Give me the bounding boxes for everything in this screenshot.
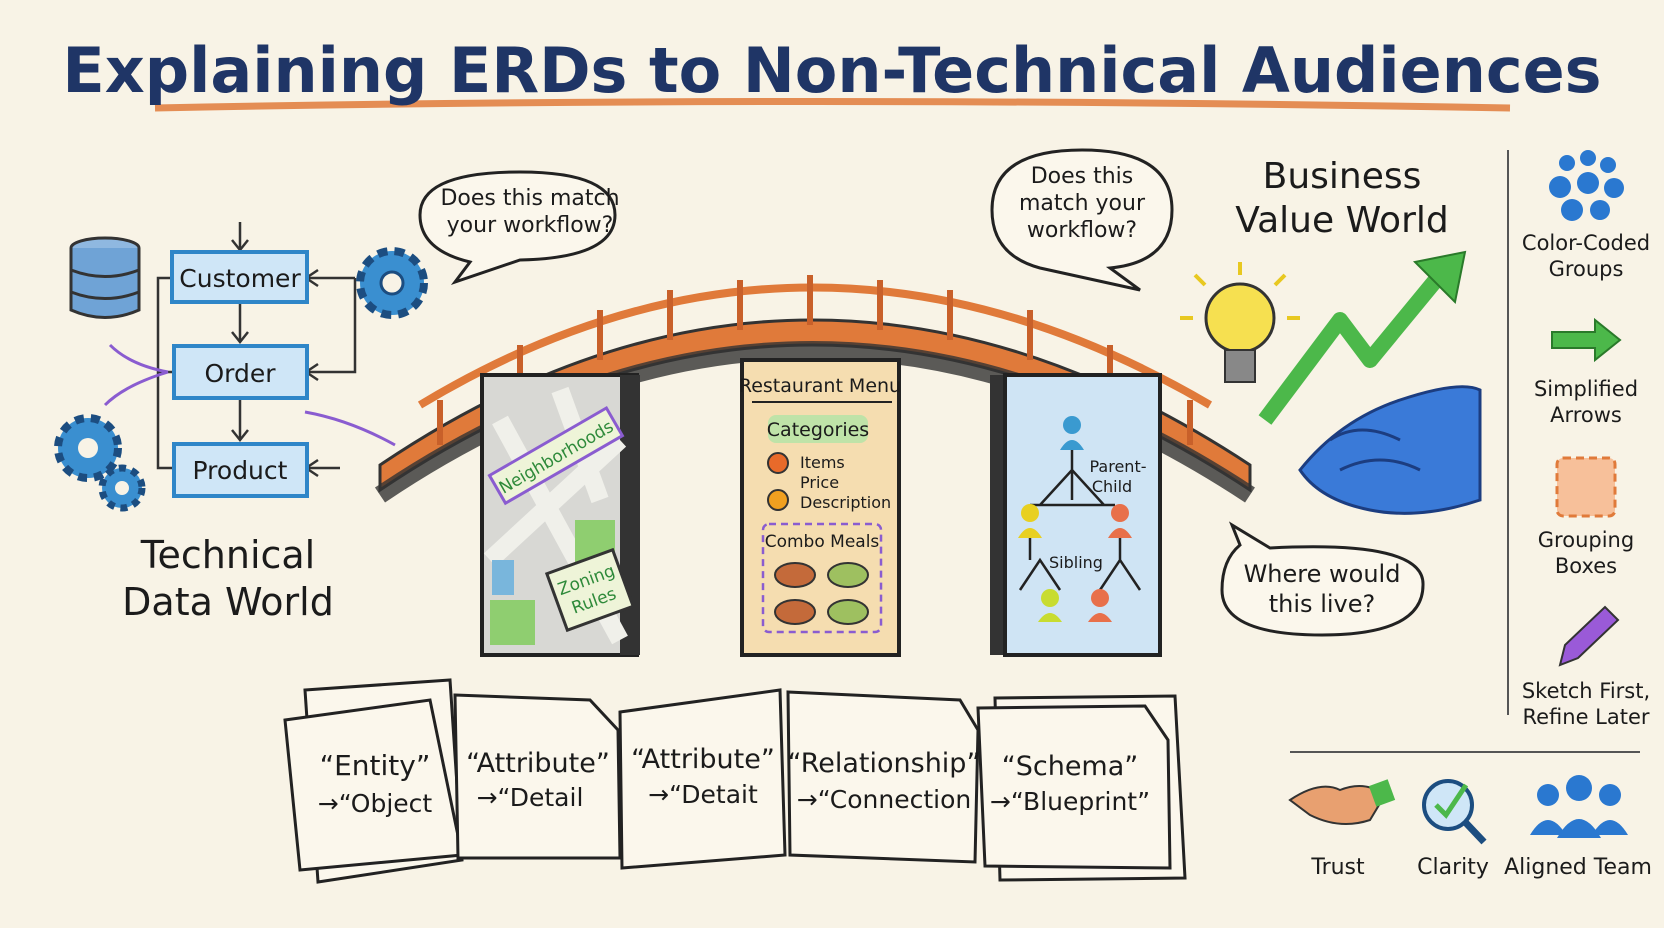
bubble-text: Where would xyxy=(1244,560,1401,588)
bubble-text: this live? xyxy=(1269,590,1375,618)
database-icon xyxy=(69,236,141,319)
term-card: “Entity” →“Object xyxy=(283,678,464,884)
dashed-box-icon xyxy=(1555,456,1617,518)
menu-item: Items xyxy=(800,453,845,472)
tip-label: Color-Coded xyxy=(1522,231,1650,255)
outcome-label: Aligned Team xyxy=(1504,855,1652,880)
tip-label: Refine Later xyxy=(1522,705,1649,729)
entity-product xyxy=(172,442,309,498)
team-icon xyxy=(1530,775,1628,838)
entity-label: Product xyxy=(193,456,288,485)
gear-icon xyxy=(356,247,428,319)
entity-customer xyxy=(170,250,309,304)
menu-item: Price xyxy=(800,473,839,492)
growth-arrow-icon xyxy=(1258,250,1467,425)
gears-icon xyxy=(54,414,146,512)
lightbulb-icon xyxy=(1180,262,1300,383)
pencil-icon xyxy=(1558,605,1620,667)
bubble-text: workflow? xyxy=(1027,218,1137,243)
page-title: Explaining ERDs to Non-Technical Audienc… xyxy=(62,34,1601,107)
sibling-label: Sibling xyxy=(1049,553,1103,572)
menu-item: Description xyxy=(800,493,891,512)
tip-label: Simplified xyxy=(1534,377,1638,401)
entity-order xyxy=(172,344,309,400)
color-dots-icon xyxy=(1549,150,1624,221)
term-card: “Attribute” →“Detail xyxy=(453,693,622,860)
tip-label: Arrows xyxy=(1550,403,1622,427)
food-bowl-icon xyxy=(774,562,869,625)
term-card: “Schema” →“Blueprint” xyxy=(976,694,1187,882)
term-card: “Attribute” →“Detait xyxy=(618,688,787,870)
entity-diagram: Customer Order Product xyxy=(103,222,396,498)
card-term: “Entity” xyxy=(320,749,431,782)
family-tree-pillar: Parent- Child Sibling xyxy=(990,373,1162,657)
card-term: “Attribute” xyxy=(631,744,775,775)
outcome-label: Clarity xyxy=(1417,855,1489,880)
business-world-label: Value World xyxy=(1235,200,1448,241)
term-cards: “Entity” →“Object “Attribute” →“Detail “… xyxy=(283,678,1187,884)
speech-bubble: Does this match your workflow? xyxy=(990,148,1174,292)
card-translation: →“Detail xyxy=(477,783,584,812)
card-term: “Schema” xyxy=(1002,751,1139,782)
term-card: “Relationship” →“Connection xyxy=(786,690,981,864)
menu-title: Restaurant Menu xyxy=(739,375,901,397)
card-translation: →“Blueprint” xyxy=(990,787,1150,816)
card-translation: →“Connection xyxy=(797,785,971,814)
menu-pillar: Restaurant Menu Categories Items Price D… xyxy=(739,358,901,657)
map-pillar: Neighborhoods Zoning Rules xyxy=(480,373,640,657)
title-underline xyxy=(154,98,1511,112)
magnifier-check-icon xyxy=(1422,779,1487,845)
card-term: “Attribute” xyxy=(466,748,610,779)
card-translation: →“Detait xyxy=(648,780,758,809)
bubble-text: your workflow? xyxy=(447,213,614,238)
handshake-icon xyxy=(1298,385,1482,515)
bubble-text: match your xyxy=(1019,191,1146,216)
tip-label: Boxes xyxy=(1555,554,1617,578)
outcome-label: Trust xyxy=(1310,855,1365,880)
entity-label: Order xyxy=(204,359,276,388)
bubble-text: Does this match xyxy=(440,186,619,211)
card-translation: →“Object xyxy=(318,789,433,818)
parent-child-label: Child xyxy=(1092,477,1132,496)
bubble-text: Does this xyxy=(1031,164,1134,189)
parent-child-label: Parent- xyxy=(1090,457,1147,476)
technical-world-label: Technical xyxy=(140,533,316,577)
handshake-icon xyxy=(1288,779,1396,825)
combo-meals-label: Combo Meals xyxy=(765,532,880,552)
speech-bubble: Where would this live? xyxy=(1220,521,1425,637)
business-world-label: Business xyxy=(1263,156,1422,197)
categories-label: Categories xyxy=(767,419,869,441)
entity-label: Customer xyxy=(179,264,301,293)
tip-label: Grouping xyxy=(1538,528,1634,552)
tip-label: Groups xyxy=(1549,257,1624,281)
technical-world-label: Data World xyxy=(122,580,334,624)
tip-label: Sketch First, xyxy=(1522,679,1650,703)
speech-bubble: Does this match your workflow? xyxy=(418,170,620,285)
arrow-icon xyxy=(1551,317,1622,363)
card-term: “Relationship” xyxy=(788,748,981,779)
